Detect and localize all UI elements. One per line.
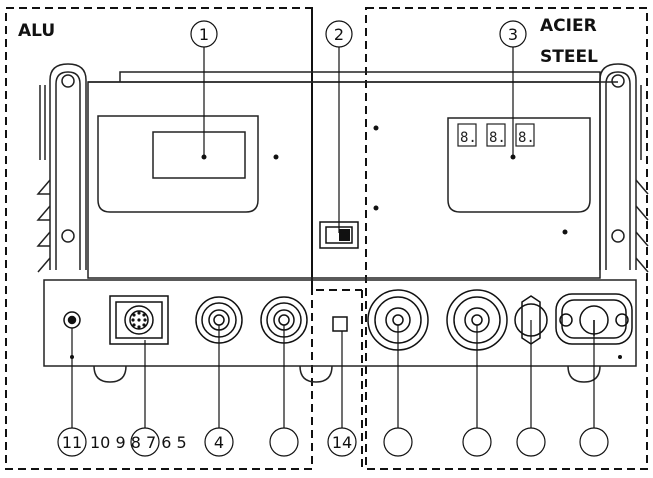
zone-alu-boundary: [5, 7, 313, 470]
callout-blank-4: [516, 427, 546, 457]
zone-middle-boundary: [311, 8, 362, 291]
left-fins: [36, 179, 51, 273]
callout-blank-2: [383, 427, 413, 457]
right-handle-bottom-hole: [611, 229, 625, 243]
foot-2: [299, 365, 333, 383]
callout-2-circle: [325, 20, 353, 48]
zone-steel-boundary: [365, 7, 648, 470]
top-callouts: 1 2 3: [190, 20, 527, 233]
connector-strip-body: [43, 279, 637, 367]
foot-3: [567, 365, 601, 383]
display-digit-3: 8.: [518, 130, 535, 146]
right-handle-top-hole: [611, 74, 625, 88]
device-housing: [36, 63, 649, 279]
callout-3-label: 3: [508, 25, 518, 44]
top-bar: [119, 71, 601, 82]
callout-14-circle: [327, 427, 357, 457]
label-alu: ALU: [18, 21, 55, 41]
callout-blank-5: [579, 427, 609, 457]
left-handle-top-hole: [61, 74, 75, 88]
callout-3-circle: [499, 20, 527, 48]
seven-segment-display: 8. 8. 8.: [457, 123, 535, 147]
left-handle-bottom-hole: [61, 229, 75, 243]
display-digit-2: 8.: [489, 130, 506, 146]
foot-1: [93, 365, 127, 383]
display-digit-1: 8.: [460, 130, 477, 146]
screen-window: [152, 131, 246, 179]
right-handle: [599, 63, 637, 270]
left-handle-inner: [55, 71, 81, 270]
callout-row-label: 10 9 8 7 6 5: [90, 433, 187, 452]
connector-strip: [43, 279, 637, 383]
panel-left: [97, 115, 259, 213]
callout-4-label: 4: [214, 433, 224, 452]
callout-11-label: 11: [62, 433, 82, 452]
right-fins: [635, 179, 649, 273]
label-acier: ACIER: [540, 16, 597, 36]
callout-blank-3: [462, 427, 492, 457]
panel-right: [447, 117, 591, 213]
callout-14-label: 14: [332, 433, 352, 452]
callout-11-circle: [57, 427, 87, 457]
callout-4-circle: [204, 427, 234, 457]
callout-1-label: 1: [199, 25, 209, 44]
callout-2-label: 2: [334, 25, 344, 44]
multipin-connector-icon: [109, 295, 169, 345]
connector-11-jack-icon: [63, 311, 81, 329]
zone-boundaries: [5, 7, 648, 470]
bottom-callout-circles: [57, 427, 609, 457]
callout-1-circle: [190, 20, 218, 48]
callout-blank-1: [269, 427, 299, 457]
left-handle: [49, 63, 87, 270]
bottom-leader-lines: [71, 320, 595, 428]
callout-8-circle: [130, 427, 160, 457]
label-steel: STEEL: [540, 47, 598, 67]
connector-14-button-icon: [332, 316, 348, 332]
right-handle-inner: [605, 71, 631, 270]
